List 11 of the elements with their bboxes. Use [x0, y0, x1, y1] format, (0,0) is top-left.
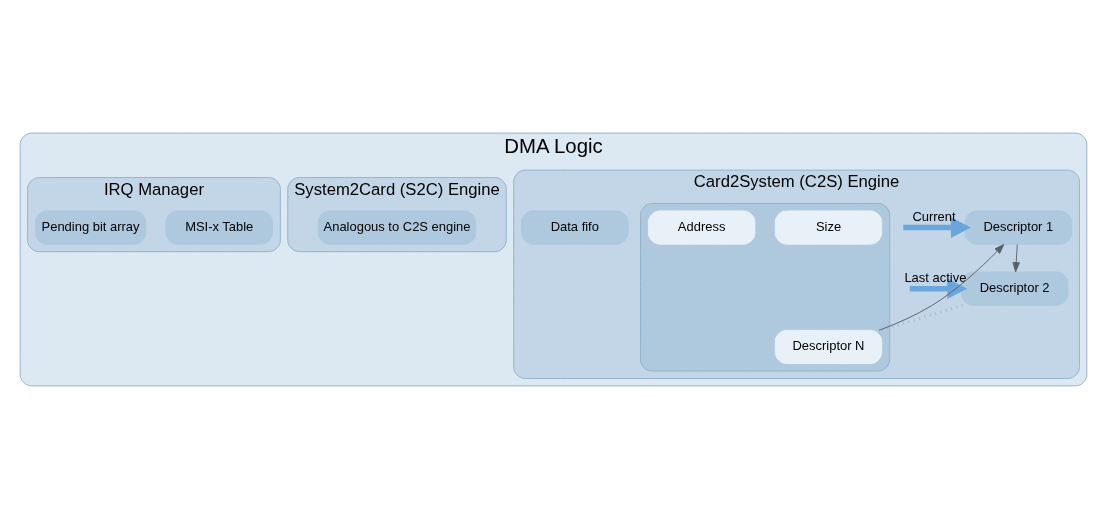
cluster [640, 202, 891, 372]
arrow [1012, 243, 1020, 272]
edge-label: Current [912, 208, 956, 224]
connector [880, 303, 963, 332]
node-box: Size [774, 209, 883, 245]
edge-label: Last active [904, 269, 967, 285]
node-box: Descriptor N [774, 329, 883, 364]
arrow [878, 243, 1005, 331]
node-box: Descriptor 1 [964, 209, 1073, 245]
node-box: Address [647, 209, 756, 245]
arrow [909, 277, 968, 299]
